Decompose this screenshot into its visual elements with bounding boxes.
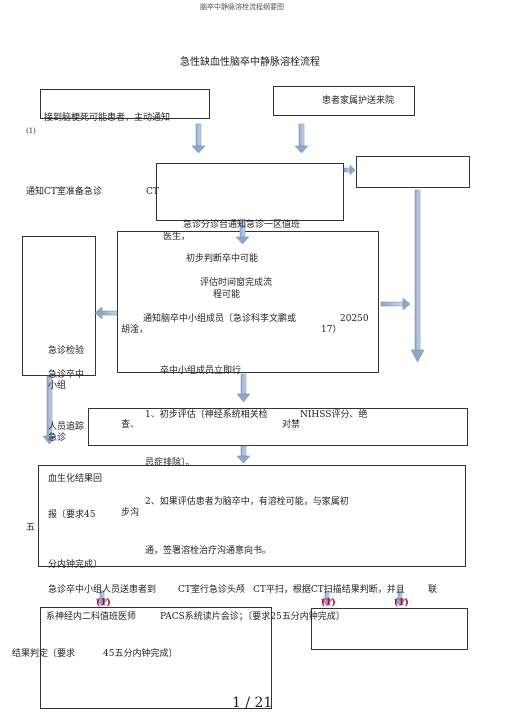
flowchart-title: 急性缺血性脑卒中静脉溶栓流程 [180, 57, 320, 68]
text-ct-e: 系神经内二科值班医师 [46, 612, 137, 622]
text-eval1-b: NIHSS评分、绝 [300, 410, 368, 420]
text-eval1-c: 查、 [121, 420, 140, 430]
text-notify-team-a: 通知脑卒中小组成员〔急诊科李文鹏或 [143, 314, 297, 324]
box-eval1 [88, 408, 468, 446]
arrow-family-down [294, 123, 309, 154]
box-eval2 [38, 465, 466, 567]
box-family [273, 86, 415, 116]
text-eval1-a: 1、初步评估〔神经系统相关检 [145, 410, 268, 420]
arrow-eval1-down [236, 445, 251, 464]
marker-1: (1) [96, 598, 111, 608]
text-family: 患者家属护送来院 [322, 96, 395, 106]
text-eval1-d: 对禁 [282, 420, 301, 430]
box-er-exam [22, 236, 96, 376]
text-ct-b: CT室行急诊头颅 [178, 585, 245, 595]
text-eval2-a: 2、如果评估患者为脑卒中，有溶栓可能，与家属初 [145, 497, 349, 507]
text-lab-a: 血生化结果回 [48, 474, 103, 484]
text-result: 结果判定〔要求 [12, 649, 76, 659]
text-triage-b: 医生， [163, 232, 191, 242]
box-notify-ct [156, 163, 344, 221]
arrow-triage-right [380, 297, 411, 311]
marker-2: (1) [321, 598, 336, 608]
arrow-to-er-exam [94, 306, 118, 320]
text-eval2-b: 步沟 [121, 508, 140, 518]
text-ct-c: CT平扫，根据CT扫描结果判断，并且 [253, 585, 405, 595]
arrow-triage-down [236, 373, 251, 403]
page-header: 脑卒中静脉溶栓流程纲要图 [200, 3, 284, 11]
text-triage-a: 急诊分诊台通知急诊一区值班 [183, 220, 301, 230]
text-er-exam: 急诊检验 [48, 346, 85, 356]
text-notify-team-b: 胡淦， [121, 325, 149, 335]
text-follow-a: 人员追踪 [48, 422, 85, 432]
text-receive: 接到脑梗死可能患者，主动通知 [44, 113, 171, 123]
text-paren1: (1) [26, 127, 36, 135]
box-ct-scan [40, 607, 272, 709]
text-team-now: 卒中小组成员立即行 [160, 366, 242, 376]
box-result-right [311, 608, 468, 650]
text-follow-b: 急诊 [48, 433, 67, 443]
text-lab-c: 分内钟完成〕 [48, 560, 103, 570]
text-ct-d: 联 [428, 585, 438, 595]
text-assess-b: 程可能 [213, 290, 241, 300]
text-er-team-a: 急诊卒中 [48, 370, 85, 380]
text-ct-f: PACS系统读片会诊；〔要求25五分内钟完成〕 [160, 612, 345, 622]
arrow-right-long [410, 189, 425, 363]
marker-3: (1) [394, 598, 409, 608]
text-er-team-b: 小组 [48, 381, 67, 391]
box-right-top [356, 156, 470, 188]
text-notify-team-c: 17） [321, 325, 342, 335]
box-receive [40, 89, 210, 119]
page-number: 1 / 21 [232, 695, 273, 711]
text-eval1-e: 忌症排除〕。 [145, 458, 195, 468]
text-result-b: 45五分内钟完成〕 [103, 649, 178, 659]
text-five: 五 [26, 523, 36, 533]
text-lab-b: 报〔要求45 [48, 510, 96, 520]
text-ct-a: 急诊卒中小组人员送患者到 [48, 585, 157, 595]
arrow-receive-down [191, 123, 206, 154]
text-notify-team-num: 20250 [340, 314, 369, 324]
text-judge: 初步判断卒中可能 [186, 254, 259, 264]
text-notify-ct-b: CT [146, 187, 159, 197]
text-eval2-c: 通，签署溶栓治疗沟通意向书。 [145, 546, 272, 556]
arrow-notify-right [343, 164, 356, 176]
text-notify-ct-a: 通知CT室准备急诊 [26, 187, 102, 197]
text-assess-a: 评估时间窗完成流 [200, 278, 273, 288]
box-triage [117, 231, 379, 373]
